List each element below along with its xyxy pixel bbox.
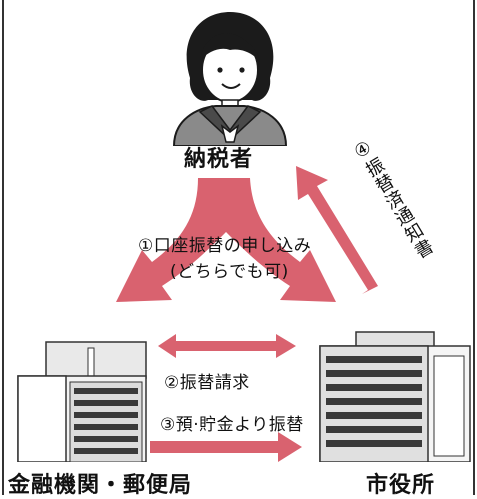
arrow-application: [116, 178, 336, 302]
arrow-billing-request: [158, 334, 296, 358]
taxpayer-label: 納税者: [184, 147, 254, 172]
city-hall-building-icon: [319, 331, 471, 462]
taxpayer-icon: [172, 12, 288, 146]
step2-label: ②振替請求: [164, 373, 250, 393]
frame-right-border: [473, 0, 475, 495]
bank-label: 金融機関・郵便局: [8, 473, 193, 498]
step3-label: ③預·貯金より振替: [160, 415, 304, 435]
arrow-notification: [296, 166, 378, 294]
step1-label: ①口座振替の申し込み: [138, 236, 312, 256]
frame-left-border: [2, 0, 4, 495]
bank-building-icon: [17, 341, 147, 462]
arrow-transfer: [150, 432, 302, 462]
city-hall-label: 市役所: [366, 473, 436, 498]
step1-note: (どちらでも可): [170, 262, 289, 282]
